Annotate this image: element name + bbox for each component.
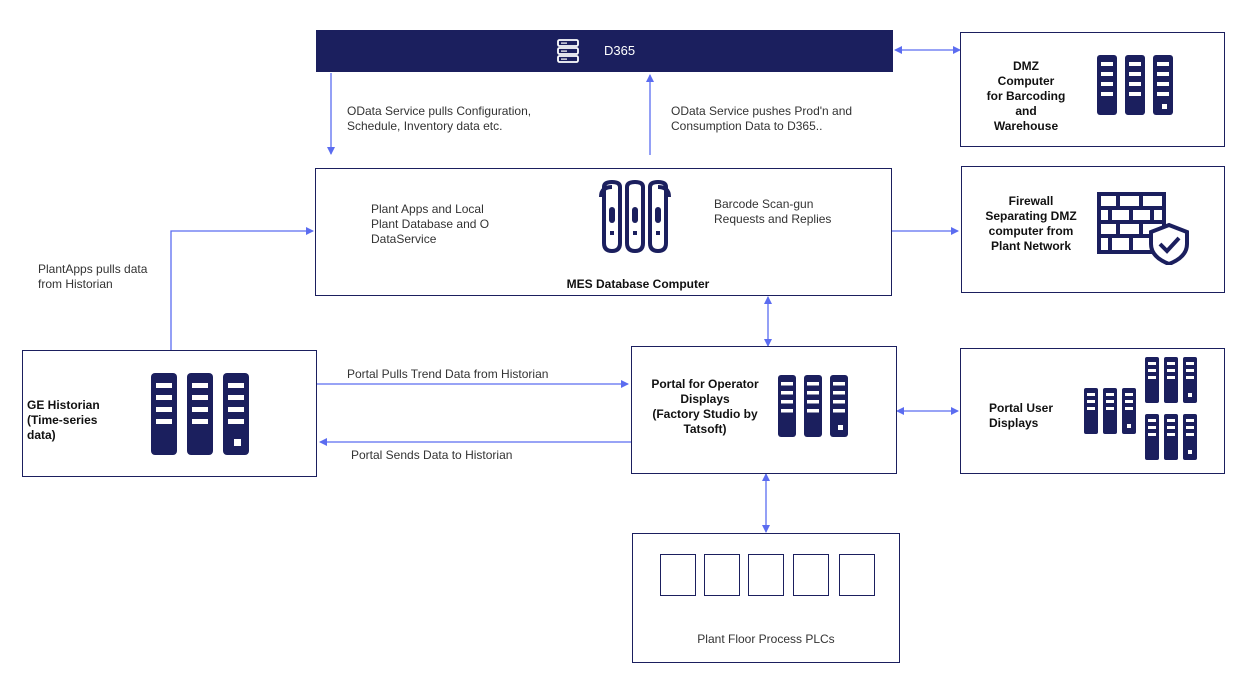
plc-module xyxy=(704,554,740,596)
dmz-computer-box: DMZ Computer for Barcoding and Warehouse xyxy=(960,32,1225,147)
mes-database-box: Plant Apps and Local Plant Database and … xyxy=(315,168,892,296)
plc-module xyxy=(748,554,784,596)
firewall-shield-icon xyxy=(1097,192,1189,265)
mes-title: MES Database Computer xyxy=(566,277,710,291)
arrow-plantapps-pull xyxy=(170,227,314,350)
plc-module xyxy=(839,554,875,596)
server-rack-icon xyxy=(1097,55,1173,115)
server-rack-icon xyxy=(1084,388,1136,434)
portal-user-displays-box: Portal User Displays xyxy=(960,348,1225,474)
historian-label: GE Historian (Time-series data) xyxy=(27,398,100,442)
ge-historian-box: GE Historian (Time-series data) xyxy=(22,350,317,477)
server-rack-icon xyxy=(778,375,848,437)
label-portal-send: Portal Sends Data to Historian xyxy=(351,448,513,462)
server-rack-icon xyxy=(1145,414,1197,460)
d365-bar: D365 xyxy=(316,30,893,72)
plc-module xyxy=(793,554,829,596)
database-server-icon xyxy=(599,179,671,254)
label-portal-pull: Portal Pulls Trend Data from Historian xyxy=(347,367,549,381)
firewall-label: Firewall Separating DMZ computer from Pl… xyxy=(985,194,1077,253)
d365-title: D365 xyxy=(604,43,636,58)
portal-operator-box: Portal for Operator Displays (Factory St… xyxy=(631,346,897,474)
server-stack-icon xyxy=(557,39,579,63)
dmz-label: DMZ Computer for Barcoding and Warehouse xyxy=(986,59,1066,133)
label-plantapps-pull: PlantApps pulls data from Historian xyxy=(38,262,148,291)
label-odata-push: OData Service pushes Prod'n and Consumpt… xyxy=(671,104,853,133)
server-rack-icon xyxy=(151,373,249,455)
label-odata-pull: OData Service pulls Configuration, Sched… xyxy=(347,104,532,133)
portal-label: Portal for Operator Displays (Factory St… xyxy=(651,377,759,436)
plc-module xyxy=(660,554,696,596)
portal-users-label: Portal User Displays xyxy=(989,401,1054,430)
firewall-box: Firewall Separating DMZ computer from Pl… xyxy=(961,166,1225,293)
server-rack-icon xyxy=(1145,357,1197,403)
mes-description: Plant Apps and Local Plant Database and … xyxy=(371,202,490,246)
plc-label: Plant Floor Process PLCs xyxy=(697,632,835,646)
plc-box: Plant Floor Process PLCs xyxy=(632,533,900,663)
label-barcode: Barcode Scan-gun Requests and Replies xyxy=(714,197,832,226)
